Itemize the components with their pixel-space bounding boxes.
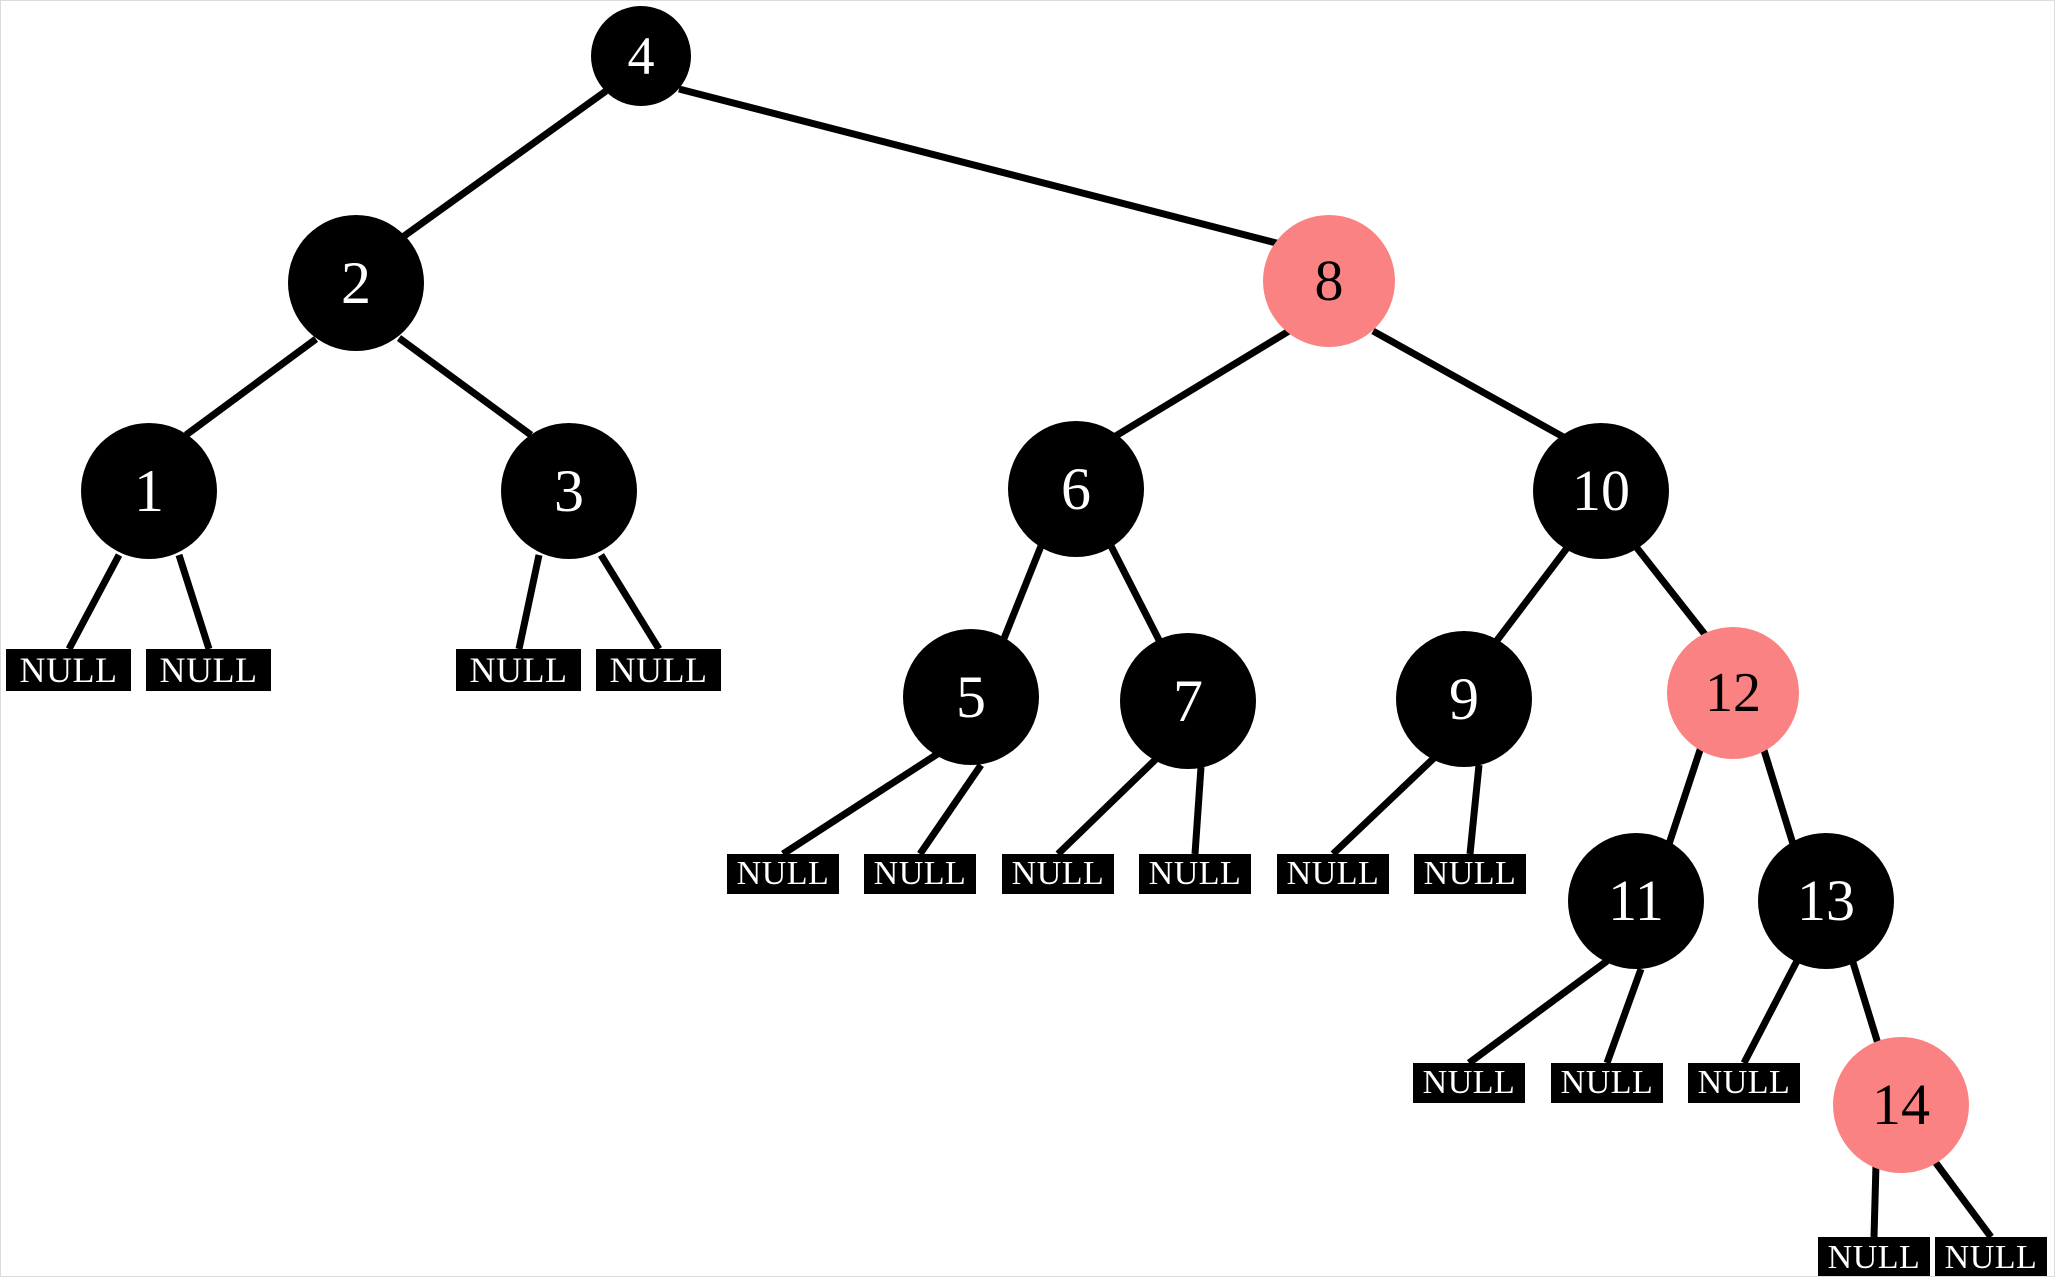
tree-edge: [1466, 764, 1483, 855]
tree-node-2[interactable]: 2: [288, 215, 424, 351]
tree-node-10[interactable]: 10: [1533, 423, 1669, 559]
null-leaf: NULL: [1277, 854, 1389, 894]
null-leaf: NULL: [1818, 1237, 1930, 1276]
null-leaf: NULL: [456, 649, 581, 691]
null-leaf: NULL: [1935, 1237, 2047, 1276]
tree-edge: [1870, 1163, 1880, 1238]
tree-edge: [1759, 745, 1797, 846]
tree-node-8[interactable]: 8: [1263, 215, 1395, 347]
tree-node-13[interactable]: 13: [1758, 833, 1894, 969]
null-leaf: NULL: [1139, 854, 1251, 894]
null-leaf: NULL: [6, 649, 131, 691]
tree-node-12[interactable]: 12: [1667, 627, 1799, 759]
tree-edge: [999, 544, 1045, 643]
tree-edge: [390, 88, 609, 247]
tree-node-1[interactable]: 1: [81, 423, 217, 559]
tree-edge: [1330, 754, 1438, 857]
tree-edge: [515, 554, 543, 650]
tree-edge: [1634, 545, 1710, 640]
tree-node-6[interactable]: 6: [1008, 421, 1144, 557]
tree-edge: [1930, 1156, 1994, 1240]
tree-edge: [175, 553, 213, 651]
tree-edge: [678, 85, 1285, 249]
null-leaf: NULL: [1688, 1063, 1800, 1103]
tree-edge: [1492, 545, 1570, 646]
tree-node-11[interactable]: 11: [1568, 833, 1704, 969]
tree-edge: [1740, 957, 1802, 1065]
tree-node-9[interactable]: 9: [1396, 631, 1532, 767]
tree-node-3[interactable]: 3: [501, 423, 637, 559]
tree-edge: [1112, 328, 1291, 440]
tree-edge: [1191, 766, 1205, 855]
tree-edge: [1665, 745, 1705, 846]
tree-edge: [1466, 958, 1610, 1066]
tree-edge: [396, 335, 534, 438]
null-leaf: NULL: [1551, 1063, 1663, 1103]
tree-edge: [1603, 967, 1645, 1065]
tree-node-14[interactable]: 14: [1833, 1037, 1969, 1173]
tree-edge: [1107, 544, 1165, 646]
tree-edge: [781, 750, 941, 857]
tree-edge: [917, 763, 984, 856]
tree-edge: [598, 553, 662, 651]
null-leaf: NULL: [727, 854, 839, 894]
null-leaf: NULL: [1002, 854, 1114, 894]
null-leaf: NULL: [596, 649, 721, 691]
tree-edge: [183, 336, 319, 438]
null-leaf: NULL: [1414, 854, 1526, 894]
tree-edge: [1847, 954, 1883, 1049]
tree-node-4[interactable]: 4: [591, 6, 691, 106]
tree-edge: [1371, 327, 1569, 443]
null-leaf: NULL: [146, 649, 271, 691]
tree-node-7[interactable]: 7: [1120, 633, 1256, 769]
tree-node-5[interactable]: 5: [903, 629, 1039, 765]
tree-edge: [65, 553, 123, 651]
tree-edge: [1055, 756, 1159, 857]
null-leaf: NULL: [1413, 1063, 1525, 1103]
null-leaf: NULL: [864, 854, 976, 894]
